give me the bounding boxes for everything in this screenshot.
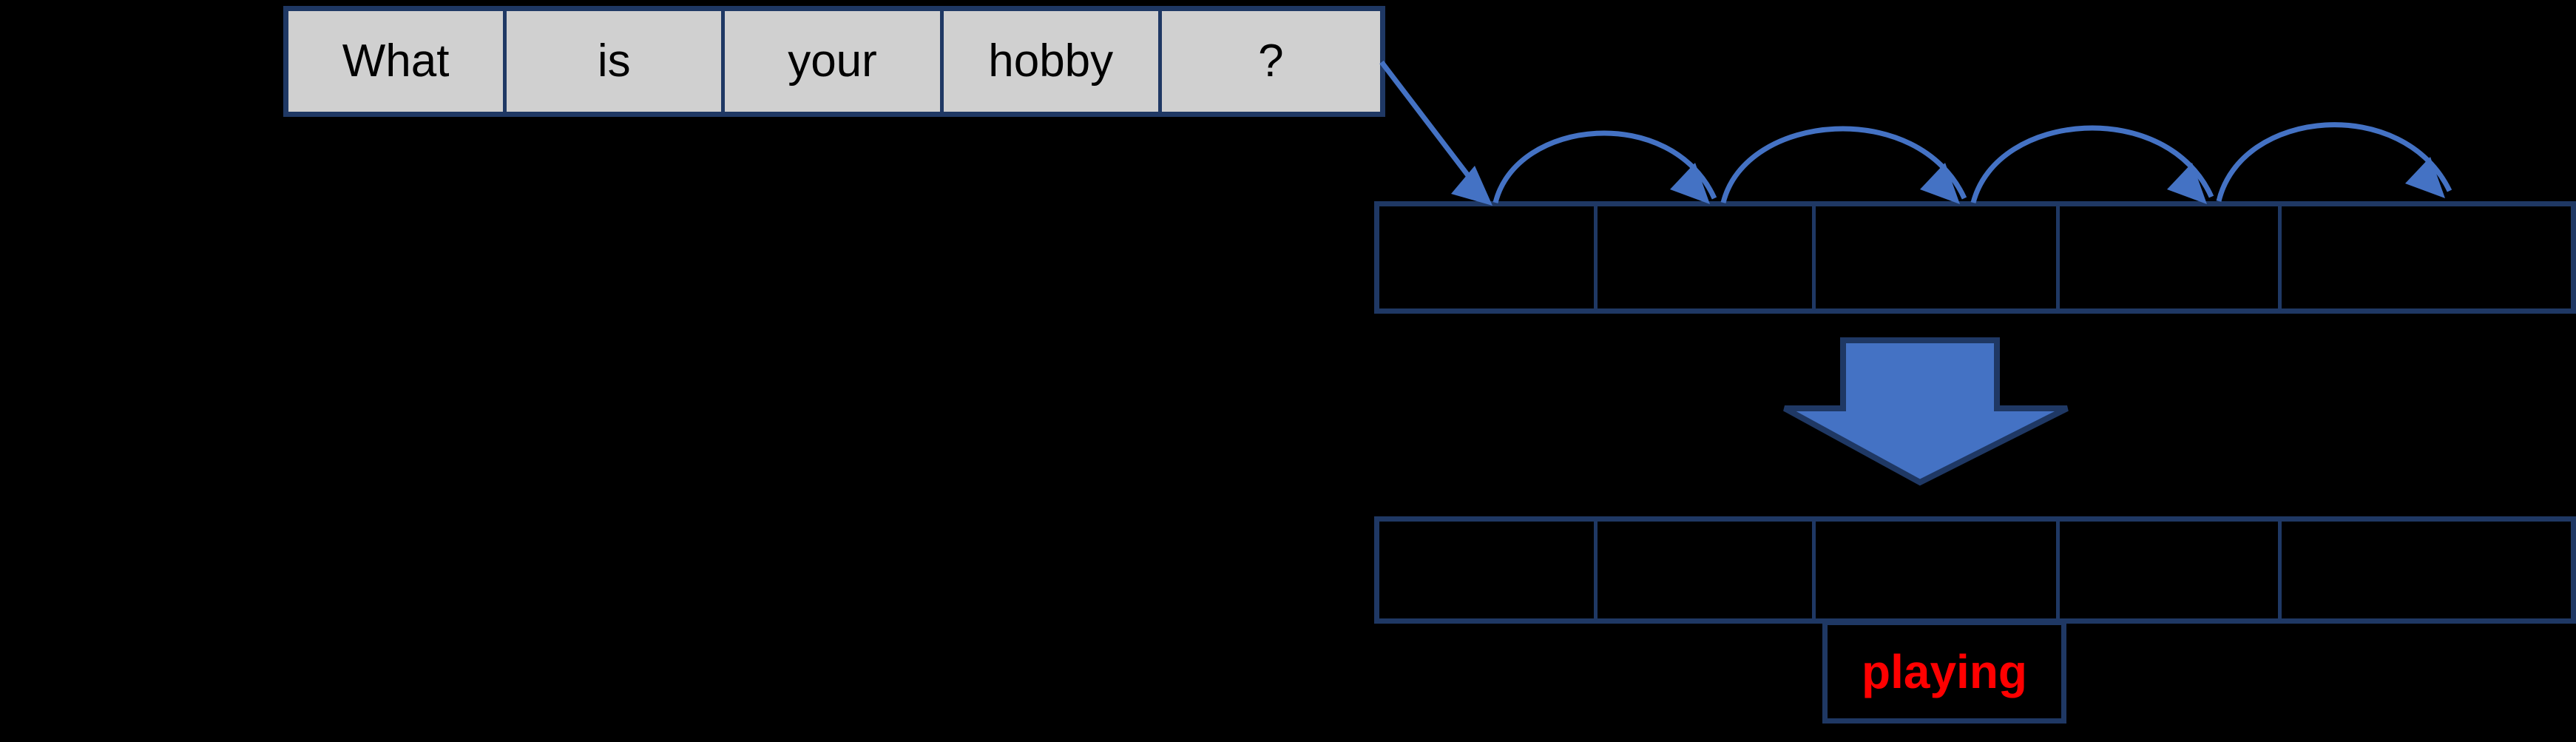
encoder-slot-table xyxy=(1374,201,2576,314)
input-sentence-table: What is your hobby ? xyxy=(283,6,1385,117)
sequence-hop-arrow-3 xyxy=(1970,125,2214,204)
input-word-cell-3: your xyxy=(725,11,944,112)
sequence-hop-arrow-2 xyxy=(1720,126,1967,204)
decoder-slot-cell-3 xyxy=(1816,522,2060,618)
input-word-label-3: your xyxy=(788,36,877,87)
decoder-slot-table xyxy=(1374,516,2576,624)
sequence-hop-arrow-4 xyxy=(2216,122,2452,202)
encoder-slot-cell-5 xyxy=(2282,206,2571,308)
encoder-slot-cell-1 xyxy=(1379,206,1598,308)
encoder-slot-cell-3 xyxy=(1816,206,2060,308)
input-word-cell-5: ? xyxy=(1161,11,1380,112)
decoder-slot-cell-2 xyxy=(1598,522,1816,618)
decoder-slot-cell-1 xyxy=(1379,522,1598,618)
sequence-hop-arrow-1 xyxy=(1492,130,1717,204)
input-word-cell-1: What xyxy=(288,11,507,112)
input-word-label-4: hobby xyxy=(988,36,1114,87)
sentence-to-slots-connector xyxy=(1379,60,1492,206)
transform-block-arrow xyxy=(1783,337,2069,486)
encoder-slot-cell-4 xyxy=(2060,206,2282,308)
predicted-word-label: playing xyxy=(1861,645,2028,698)
input-word-cell-2: is xyxy=(507,11,726,112)
encoder-slot-cell-2 xyxy=(1598,206,1816,308)
input-word-label-2: is xyxy=(597,36,631,87)
decoder-slot-cell-4 xyxy=(2060,522,2282,618)
predicted-word-cell: playing xyxy=(1822,620,2066,724)
input-word-label-1: What xyxy=(342,36,450,87)
decoder-slot-cell-5 xyxy=(2282,522,2571,618)
input-word-label-5: ? xyxy=(1258,36,1284,87)
input-word-cell-4: hobby xyxy=(943,11,1162,112)
